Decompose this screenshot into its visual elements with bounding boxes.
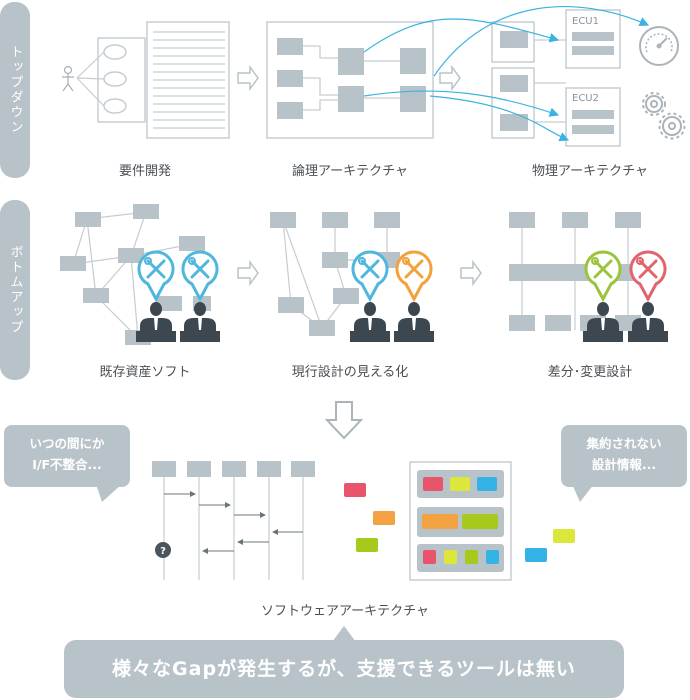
speedometer-icon bbox=[639, 26, 679, 66]
engineer-icon bbox=[628, 302, 668, 342]
wrench-screwdriver-icon bbox=[351, 250, 389, 303]
wrench-screwdriver-icon bbox=[584, 250, 622, 303]
flow-arrow-icon bbox=[439, 64, 461, 92]
gears-icon bbox=[642, 92, 686, 140]
bottom-up-pill: ボトムアップ bbox=[0, 200, 30, 380]
wrench-screwdriver-icon bbox=[395, 250, 433, 303]
wrench-screwdriver-icon bbox=[137, 250, 667, 303]
speech-bubble-left: いつの間にか I/F不整合... bbox=[4, 425, 130, 487]
engineer-icon bbox=[180, 302, 220, 342]
visualize-current-diagram bbox=[270, 212, 400, 336]
logical-architecture-diagram bbox=[266, 21, 434, 139]
wrench-screwdriver-icon bbox=[629, 250, 667, 303]
caption-physical-arch: 物理アーキテクチャ bbox=[531, 164, 649, 179]
bubble-left-line2: I/F不整合... bbox=[32, 457, 102, 472]
engineer-icon bbox=[583, 302, 623, 342]
engineer-icon bbox=[394, 302, 434, 342]
wrench-screwdriver-icon bbox=[137, 250, 175, 303]
flow-arrow-icon bbox=[237, 259, 259, 287]
actor-icon bbox=[62, 65, 74, 92]
sequence-diagram: ? bbox=[152, 461, 315, 580]
bubble-right-line2: 設計情報... bbox=[591, 457, 657, 472]
requirements-diagram bbox=[62, 21, 230, 139]
wrench-screwdriver-icon bbox=[181, 250, 219, 303]
engineer-icon bbox=[136, 302, 176, 342]
flow-arrow-icon bbox=[460, 259, 482, 287]
physical-architecture-diagram: ECU1 ECU2 bbox=[491, 9, 686, 147]
caption-visualize-current: 現行設計の見える化 bbox=[291, 365, 409, 380]
flow-arrow-icon bbox=[237, 64, 259, 92]
bubble-right-line1: 集約されない bbox=[586, 436, 662, 451]
caption-diff-change: 差分･変更設計 bbox=[547, 365, 633, 380]
ecu2-label: ECU2 bbox=[572, 93, 599, 104]
engineer-icon bbox=[350, 302, 390, 342]
component-diagram bbox=[344, 461, 575, 581]
top-down-label: トップダウン bbox=[7, 45, 23, 135]
caption-software-arch: ソフトウェアアーキテクチャ bbox=[260, 604, 430, 619]
conclusion-banner: 様々なGapが発生するが、支援できるツールは無い bbox=[64, 640, 624, 698]
caption-logical-arch: 論理アーキテクチャ bbox=[291, 164, 409, 179]
down-arrow-icon bbox=[324, 401, 364, 440]
engineer-icon bbox=[136, 302, 668, 342]
unknown-marker bbox=[155, 542, 171, 558]
caption-legacy-software: 既存資産ソフト bbox=[99, 365, 191, 380]
speech-bubble-right: 集約されない 設計情報... bbox=[561, 425, 687, 487]
top-down-pill: トップダウン bbox=[0, 2, 30, 178]
caption-requirements: 要件開発 bbox=[118, 164, 171, 179]
bubble-left-line1: いつの間にか bbox=[29, 436, 105, 451]
ecu1-label: ECU1 bbox=[572, 16, 599, 27]
bottom-up-label: ボトムアップ bbox=[7, 245, 23, 335]
unknown-marker-text: ? bbox=[160, 546, 166, 557]
trace-arrows bbox=[363, 6, 650, 142]
